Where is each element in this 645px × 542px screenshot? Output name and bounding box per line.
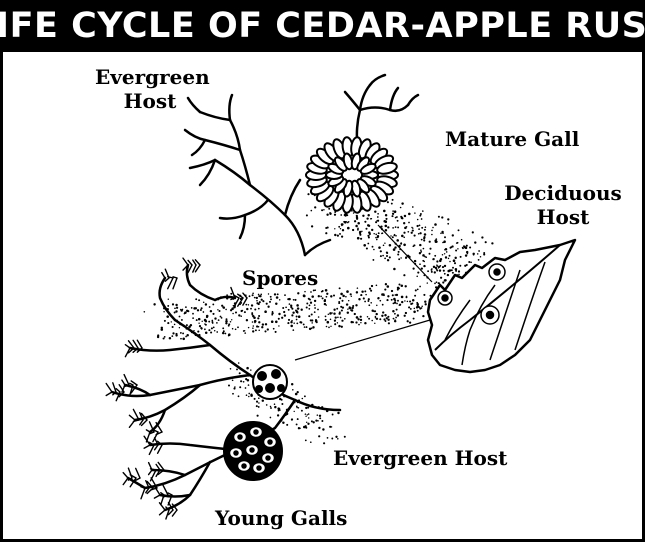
young-gall-large [224, 422, 282, 480]
diagram-title: LIFE CYCLE OF CEDAR-APPLE RUST [0, 0, 645, 52]
label-spores: Spores [242, 266, 318, 290]
label-evergreen-host-bottom: Evergreen Host [333, 446, 507, 470]
label-young-galls: Young Galls [215, 506, 347, 530]
life-cycle-illustration [0, 52, 645, 539]
label-mature-gall: Mature Gall [445, 127, 579, 151]
young-gall-small [253, 365, 287, 399]
label-evergreen-host-top: Evergreen Host [95, 65, 205, 113]
deciduous-leaf [428, 240, 575, 372]
mature-gall [306, 137, 398, 214]
label-deciduous-host: Deciduous Host [498, 181, 628, 229]
evergreen-branch-bottom [112, 265, 340, 510]
